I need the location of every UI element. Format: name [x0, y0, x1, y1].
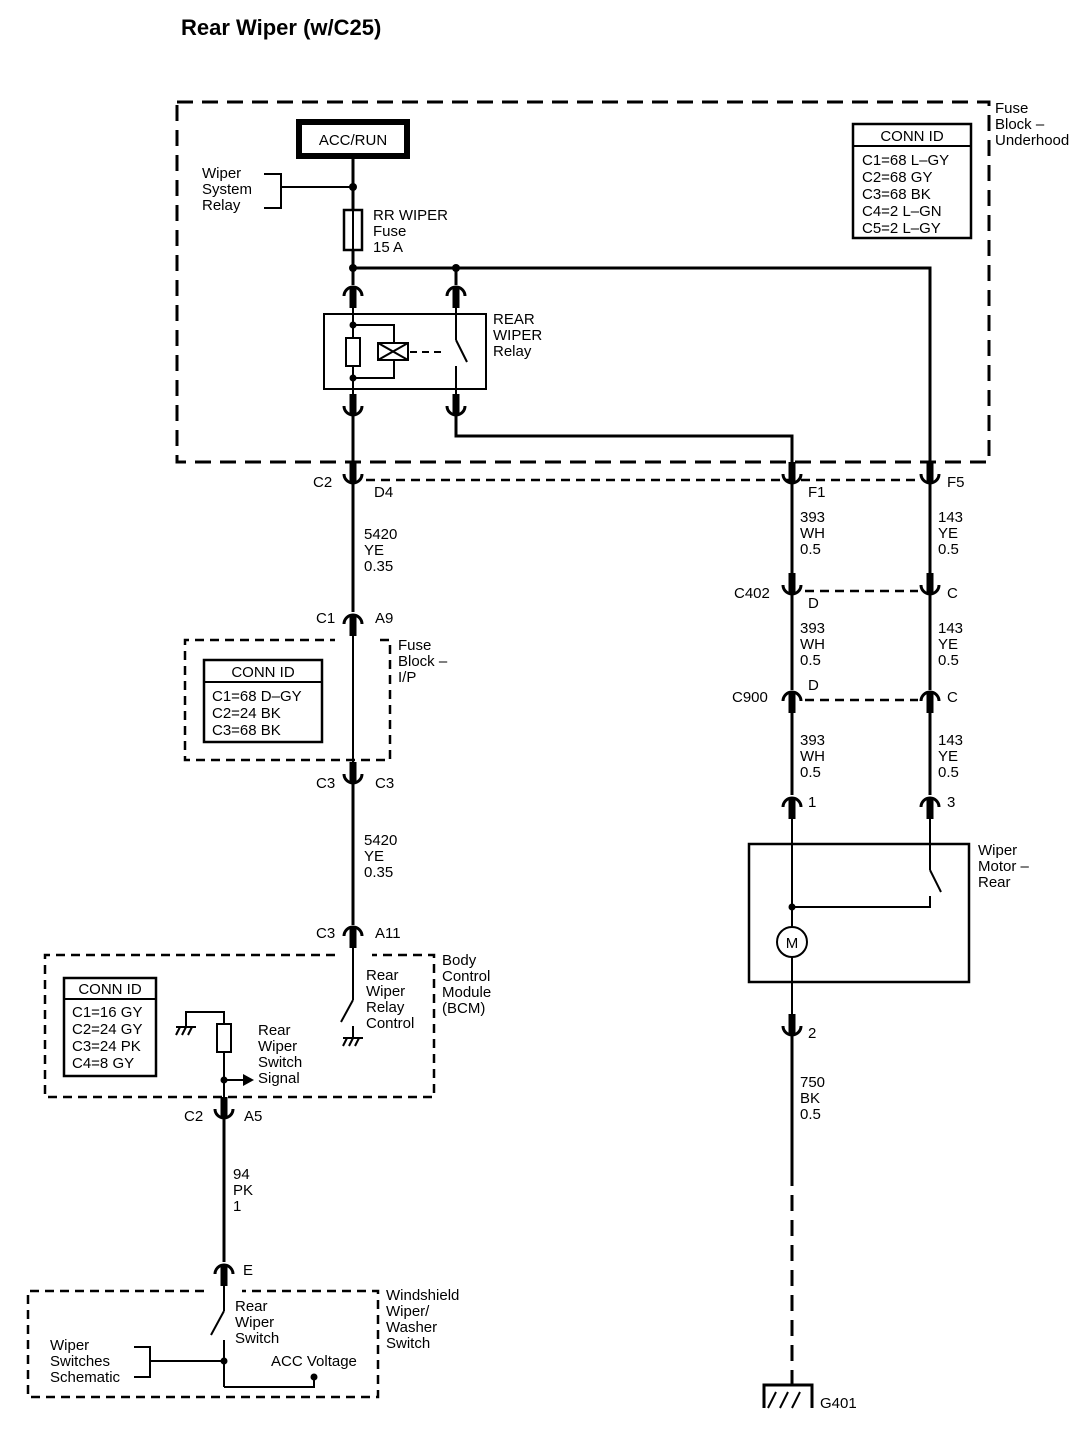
switch-signal-label: Rear Wiper Switch Signal	[258, 1022, 306, 1087]
connector-c402: C402	[734, 585, 770, 602]
svg-text:CONN ID: CONN ID	[78, 981, 142, 998]
windshield-wiper-washer-switch: Windshield Wiper/ Washer Switch ACC Volt…	[26, 1280, 464, 1399]
rear-wiper-switch-contact	[210, 1310, 225, 1336]
relay-switch-contact	[455, 339, 468, 363]
pin-f5: F5	[947, 474, 965, 491]
conn-id-bcm	[62, 976, 158, 1078]
wiper-system-relay-label: Wiper System Relay	[202, 165, 256, 214]
ground-g401-label: G401	[820, 1395, 857, 1412]
bcm-switch-resistor	[216, 1023, 232, 1053]
pin-a5: A5	[244, 1108, 262, 1125]
connector-c3-bcm: C3	[316, 925, 335, 942]
pin-f1: F1	[808, 484, 826, 501]
wire-143-a: 143 YE 0.5	[938, 509, 967, 558]
c900-pin-c: C	[947, 689, 958, 706]
pin-a11: A11	[375, 925, 401, 942]
pin-d4: D4	[374, 484, 393, 501]
fuse-block-underhood: Fuse Block – Underhood ACC/RUN Wiper Sys…	[175, 100, 1069, 470]
motor-park-switch	[929, 869, 942, 893]
svg-text:M: M	[786, 935, 799, 952]
connector-c2-bcm: C2	[184, 1108, 203, 1125]
relay-control-label: Rear Wiper Relay Control	[366, 967, 414, 1032]
connector-c3-ip: C3	[316, 775, 335, 792]
wire-393-c: 393 WH 0.5	[800, 732, 829, 781]
connector-c1: C1	[316, 610, 335, 627]
ground-g401-icon	[762, 1383, 814, 1409]
acc-run-label: ACC/RUN	[319, 132, 387, 149]
conn-id-underhood	[851, 122, 973, 240]
rear-wiper-relay	[323, 308, 487, 395]
rear-wiper-relay-label: REAR WIPER Relay	[493, 311, 546, 360]
connector-c2: C2	[313, 474, 332, 491]
wire-94: 94 PK 1	[233, 1166, 257, 1215]
motor-pin-1: 1	[808, 794, 816, 811]
motor-pin-3: 3	[947, 794, 955, 811]
wire-143-c: 143 YE 0.5	[938, 732, 967, 781]
wiper-motor-label: Wiper Motor – Rear	[978, 842, 1033, 891]
c402-pin-c: C	[947, 585, 958, 602]
c402-pin-d: D	[808, 595, 819, 612]
bcm-relay-control-switch	[340, 999, 354, 1023]
wiper-switches-schematic-label: Wiper Switches Schematic	[50, 1337, 121, 1386]
conn-id-ip	[202, 658, 324, 744]
rear-wiper-switch-label: Rear Wiper Switch	[235, 1298, 279, 1347]
bcm-label: Body Control Module (BCM)	[442, 952, 495, 1017]
connector-c900: C900	[732, 689, 768, 706]
conn-id-underhood-items: C1=68 L–GY C2=68 GY C3=68 BK C4=2 L–GN C…	[862, 152, 953, 237]
wire-5420-bottom: 5420 YE 0.35	[364, 832, 402, 881]
conn-id-bcm-items: C1=16 GY C2=24 GY C3=24 PK C4=8 GY	[72, 1004, 146, 1072]
diagram-title: Rear Wiper (w/C25)	[181, 15, 381, 40]
bcm-ground-icon	[342, 1037, 363, 1047]
pin-c3-ip: C3	[375, 775, 394, 792]
bcm-switch-ground-icon	[175, 1026, 196, 1036]
fuse-block-ip: Fuse Block – I/P CONN ID C1=68 D–GY C2=2…	[183, 637, 451, 762]
fuse-block-underhood-label: Fuse Block – Underhood	[995, 100, 1069, 149]
washer-switch-label: Windshield Wiper/ Washer Switch	[386, 1287, 464, 1352]
fuse-block-ip-label: Fuse Block – I/P	[398, 637, 451, 686]
wiper-motor-rear: M	[747, 813, 971, 1015]
svg-text:CONN ID: CONN ID	[231, 664, 295, 681]
body-control-module: Body Control Module (BCM) Rear Wiper Rel…	[43, 942, 495, 1105]
wire-5420-top: 5420 YE 0.35	[364, 526, 402, 575]
acc-voltage-label: ACC Voltage	[271, 1353, 357, 1370]
wire-143-b: 143 YE 0.5	[938, 620, 967, 669]
signal-arrow-icon	[243, 1074, 254, 1086]
c900-pin-d: D	[808, 677, 819, 694]
wire-750: 750 BK 0.5	[800, 1074, 829, 1123]
pin-a9: A9	[375, 610, 393, 627]
motor-pin-2: 2	[808, 1025, 816, 1042]
conn-id-ip-items: C1=68 D–GY C2=24 BK C3=68 BK	[212, 688, 306, 739]
svg-text:CONN ID: CONN ID	[880, 128, 944, 145]
wire-393-b: 393 WH 0.5	[800, 620, 829, 669]
pin-e: E	[243, 1262, 253, 1279]
wire-393-a: 393 WH 0.5	[800, 509, 829, 558]
rr-wiper-fuse-label: RR WIPER Fuse 15 A	[373, 207, 452, 256]
